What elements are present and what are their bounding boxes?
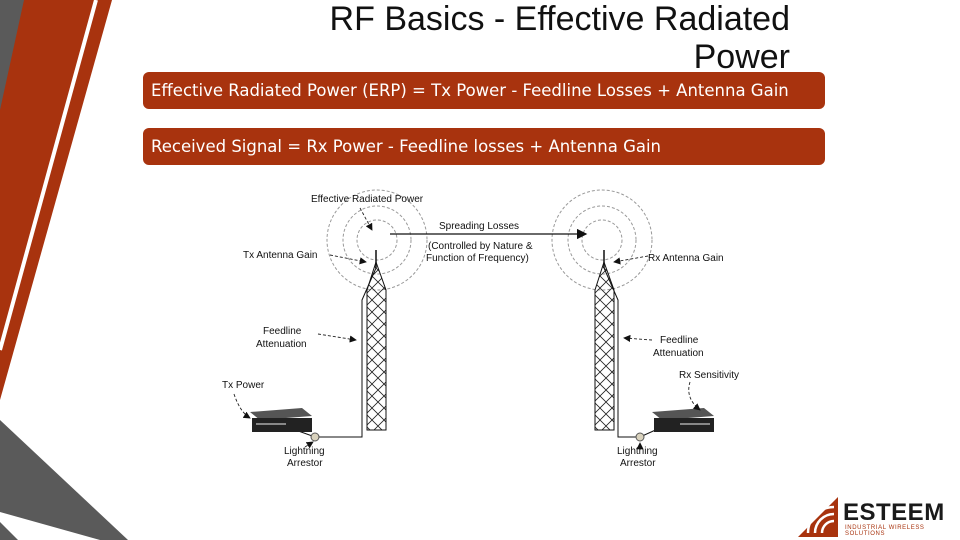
rx-feedline: [603, 267, 661, 438]
leader-erp: [359, 207, 373, 231]
leader-tx-gain: [329, 254, 367, 265]
received-signal-bar: Received Signal = Rx Power - Feedline lo…: [143, 128, 825, 165]
tx-radio-device: [250, 408, 312, 432]
label-tx-antenna-gain: Tx Antenna Gain: [243, 250, 318, 261]
label-spreading-losses: Spreading Losses: [439, 221, 519, 232]
leader-feed-right: [623, 334, 653, 343]
label-spreading-note-1: (Controlled by Nature &: [428, 241, 533, 252]
leader-feed-left: [317, 333, 357, 343]
rx-radiation-pattern: [551, 189, 653, 291]
label-feedline-right-1: Feedline: [660, 335, 699, 346]
label-feedline-left-2: Attenuation: [256, 339, 307, 350]
stripe-line: [0, 0, 98, 351]
rx-lightning-arrestor: [635, 432, 645, 442]
label-feedline-left-1: Feedline: [263, 326, 302, 337]
rx-radio-device: [652, 408, 714, 432]
tx-radiation-pattern: [326, 189, 428, 291]
logo-tagline: INDUSTRIAL WIRELESS SOLUTIONS: [845, 525, 925, 537]
label-arrestor-left-2: Arrestor: [287, 458, 323, 469]
logo-name: ESTEEM: [843, 499, 945, 526]
rx-tower: [594, 250, 615, 431]
label-arrestor-right-1: Lightning: [617, 446, 658, 457]
tx-tower: [366, 250, 387, 431]
leader-arrestor-left: [304, 441, 314, 449]
label-rx-antenna-gain: Rx Antenna Gain: [648, 253, 724, 264]
tx-feedline: [289, 267, 377, 438]
label-arrestor-right-2: Arrestor: [620, 458, 656, 469]
esteem-logo-icon: [798, 497, 838, 537]
stripe-orange: [0, 0, 112, 400]
label-feedline-right-2: Attenuation: [653, 348, 704, 359]
slide-title-line1: RF Basics - Effective Radiated: [329, 0, 790, 38]
leader-rx-sens: [688, 381, 701, 411]
leader-rx-gain: [613, 255, 649, 265]
stripe-gray-thin: [0, 420, 128, 540]
label-spreading-note-2: Function of Frequency): [426, 253, 529, 264]
slide-title-line2: Power: [693, 38, 790, 76]
label-arrestor-left-1: Lightning: [284, 446, 325, 457]
tx-lightning-arrestor: [310, 432, 320, 442]
erp-formula-bar: Effective Radiated Power (ERP) = Tx Powe…: [143, 72, 825, 109]
label-effective-radiated-power: Effective Radiated Power: [311, 194, 424, 205]
stripe-gray-wide: [0, 0, 24, 110]
leader-tx-power: [233, 393, 251, 419]
slide-title: RF Basics - Effective Radiated Power: [250, 0, 790, 76]
label-tx-power: Tx Power: [222, 380, 265, 391]
label-rx-sensitivity: Rx Sensitivity: [679, 370, 739, 381]
stripe-gray-thin-2: [0, 522, 18, 540]
